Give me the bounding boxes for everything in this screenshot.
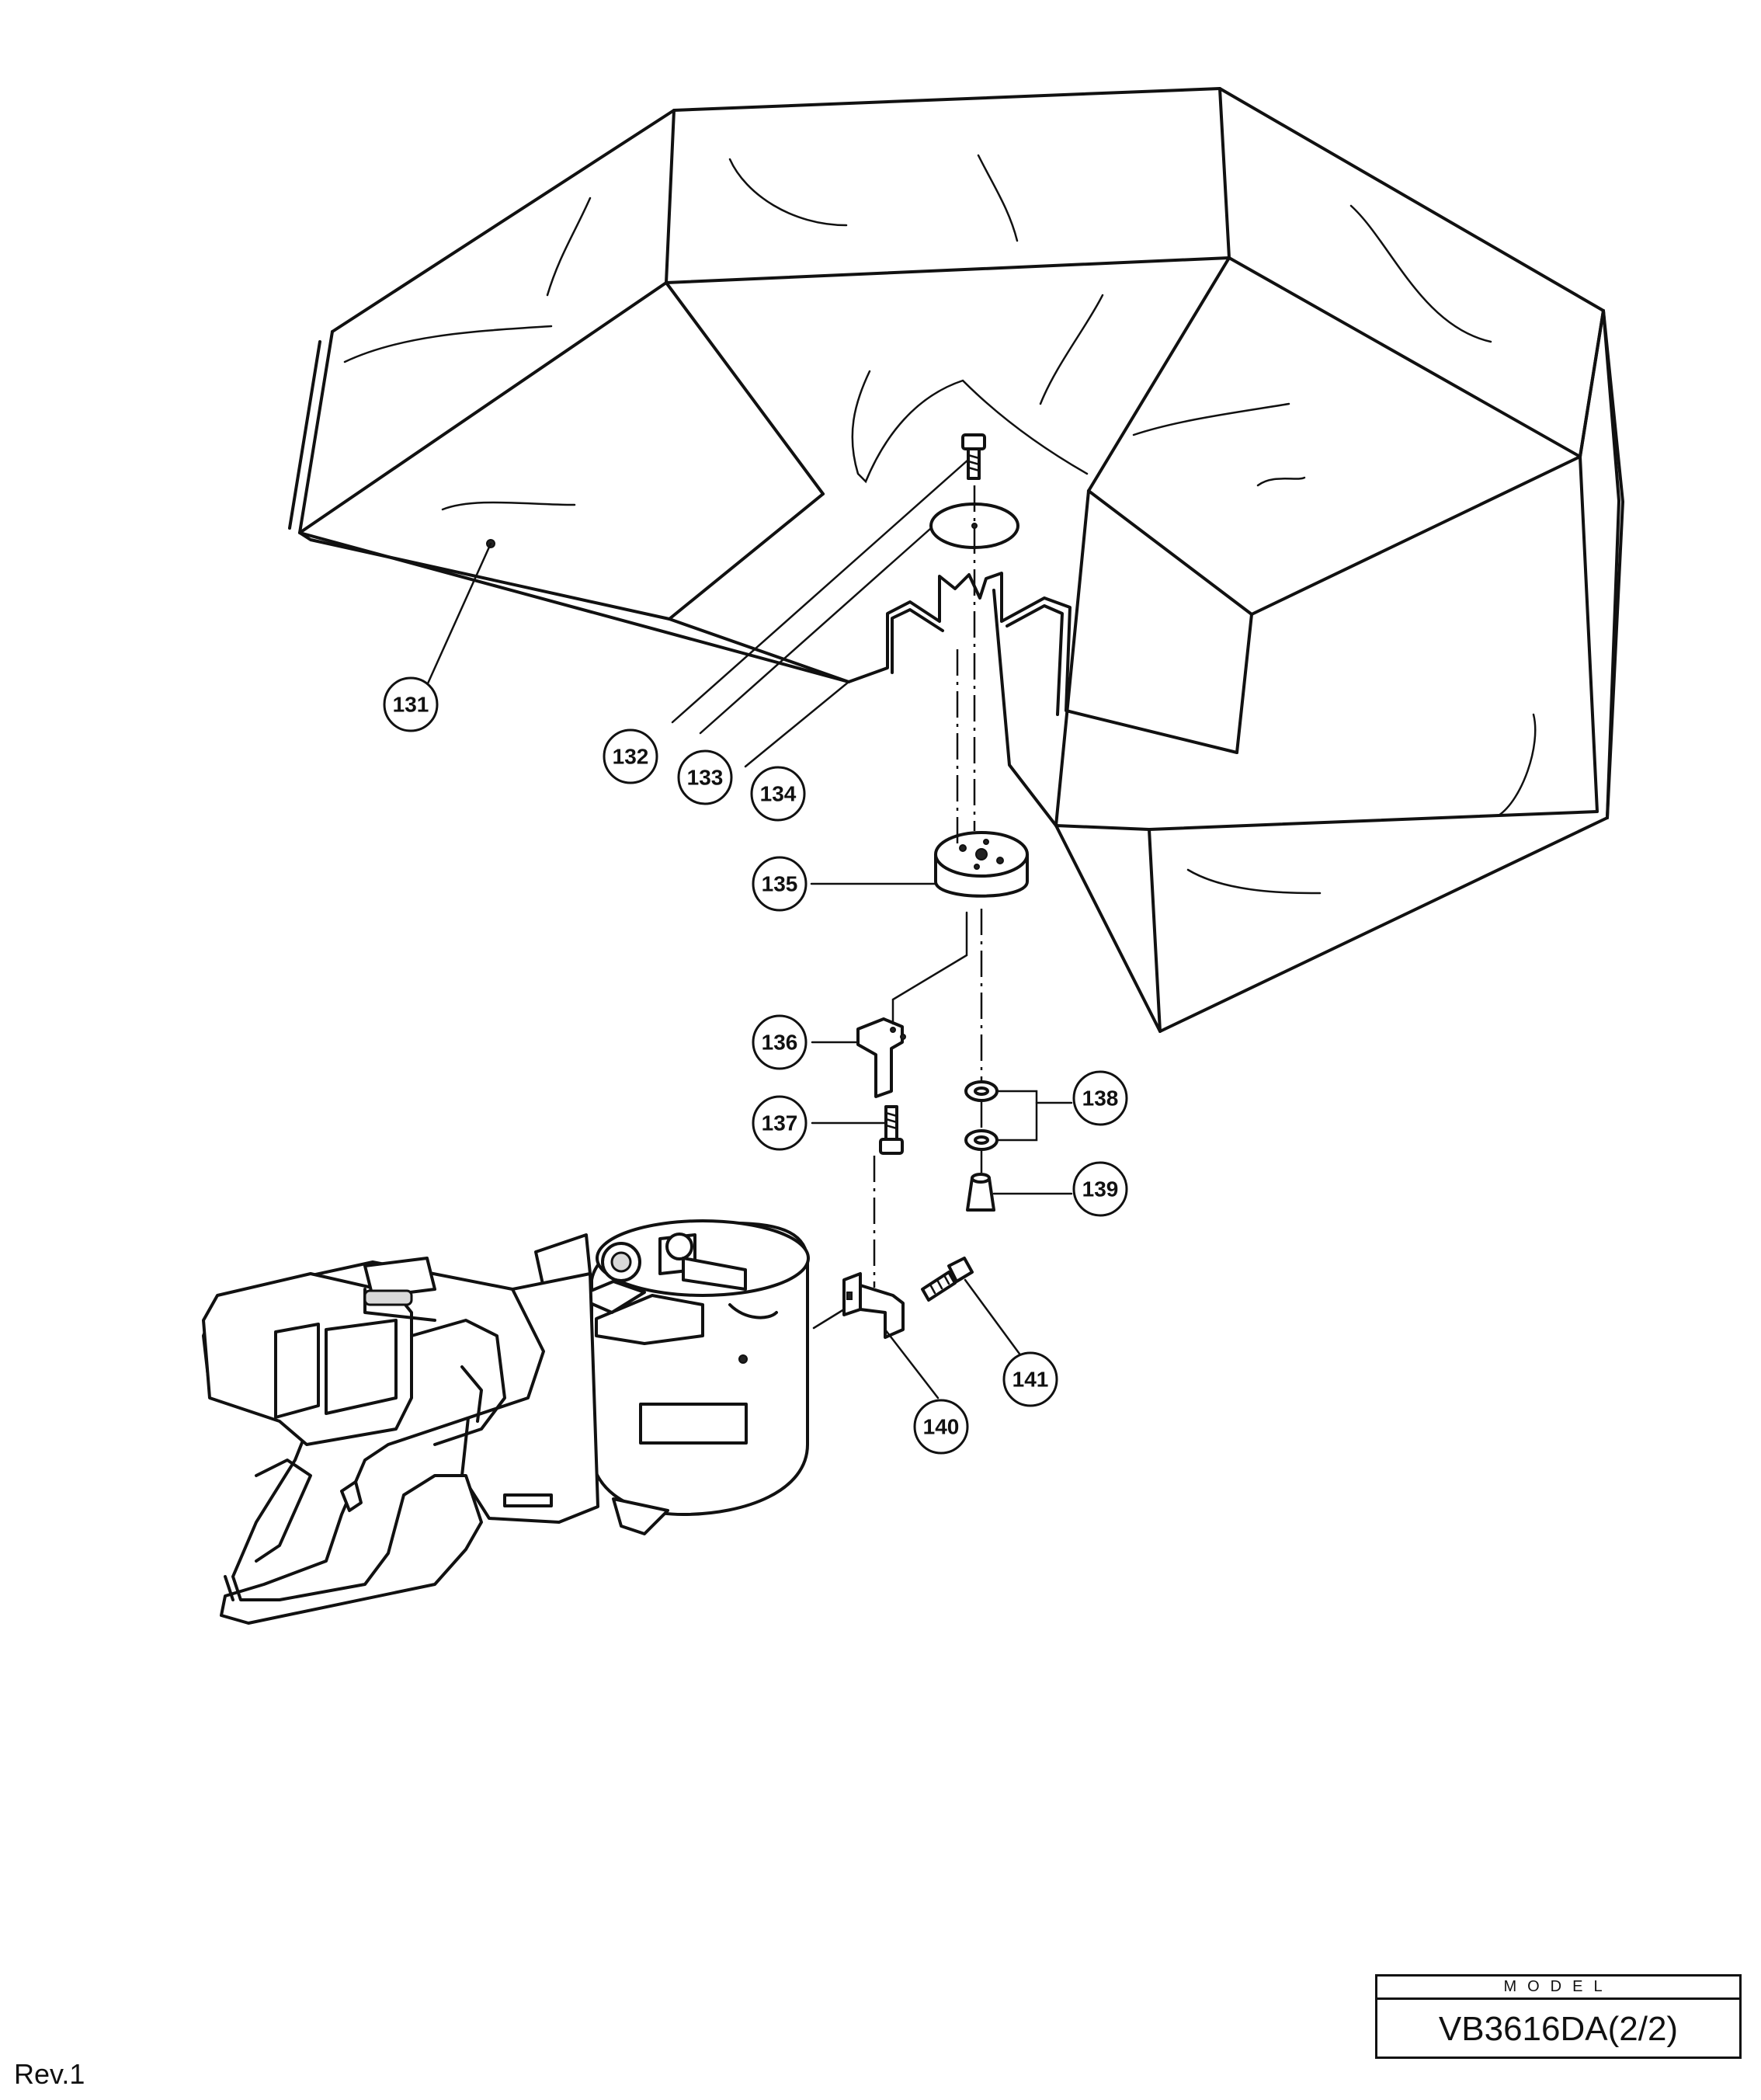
callout-141: 141 <box>1002 1351 1058 1407</box>
wire-frame-134-drawing <box>847 572 1238 827</box>
callout-134: 134 <box>750 766 806 822</box>
model-box: MODEL VB3616DA(2/2) <box>1375 1974 1742 2059</box>
svg-text:140: 140 <box>923 1415 960 1439</box>
svg-text:141: 141 <box>1012 1368 1049 1392</box>
svg-text:136: 136 <box>762 1031 798 1055</box>
hub-135-drawing <box>934 831 1029 898</box>
svg-text:135: 135 <box>762 872 798 896</box>
callout-133: 133 <box>677 749 733 805</box>
screw-132-drawing <box>961 433 986 480</box>
callout-136: 136 <box>752 1014 808 1070</box>
screw-141-drawing <box>921 1257 974 1302</box>
callout-132: 132 <box>603 728 658 784</box>
callout-135: 135 <box>752 856 808 912</box>
svg-text:131: 131 <box>393 693 429 717</box>
callout-131: 131 <box>383 676 439 732</box>
model-label: MODEL <box>1377 1977 1739 2000</box>
svg-text:137: 137 <box>762 1111 798 1135</box>
leader-lines <box>426 458 1073 1399</box>
screw-137-drawing <box>879 1105 904 1155</box>
callout-140: 140 <box>913 1399 969 1455</box>
o-rings-138-drawing <box>964 1080 999 1151</box>
svg-text:139: 139 <box>1082 1177 1119 1201</box>
svg-text:133: 133 <box>687 766 724 790</box>
holder-140-drawing <box>842 1272 905 1339</box>
svg-text:138: 138 <box>1082 1087 1119 1111</box>
pin-139-drawing <box>966 1173 995 1212</box>
model-value: VB3616DA(2/2) <box>1438 2010 1679 2048</box>
revision-label: Rev.1 <box>14 2058 85 2090</box>
tool-body-drawing <box>202 1219 810 1625</box>
callout-137: 137 <box>752 1095 808 1151</box>
svg-text:132: 132 <box>613 745 649 769</box>
bracket-136-drawing <box>856 1017 906 1098</box>
callout-138: 138 <box>1072 1070 1128 1126</box>
svg-text:134: 134 <box>760 782 797 806</box>
callout-139: 139 <box>1072 1161 1128 1217</box>
cover-131-drawing <box>288 87 1624 1033</box>
assembly-center-lines <box>873 485 983 1288</box>
